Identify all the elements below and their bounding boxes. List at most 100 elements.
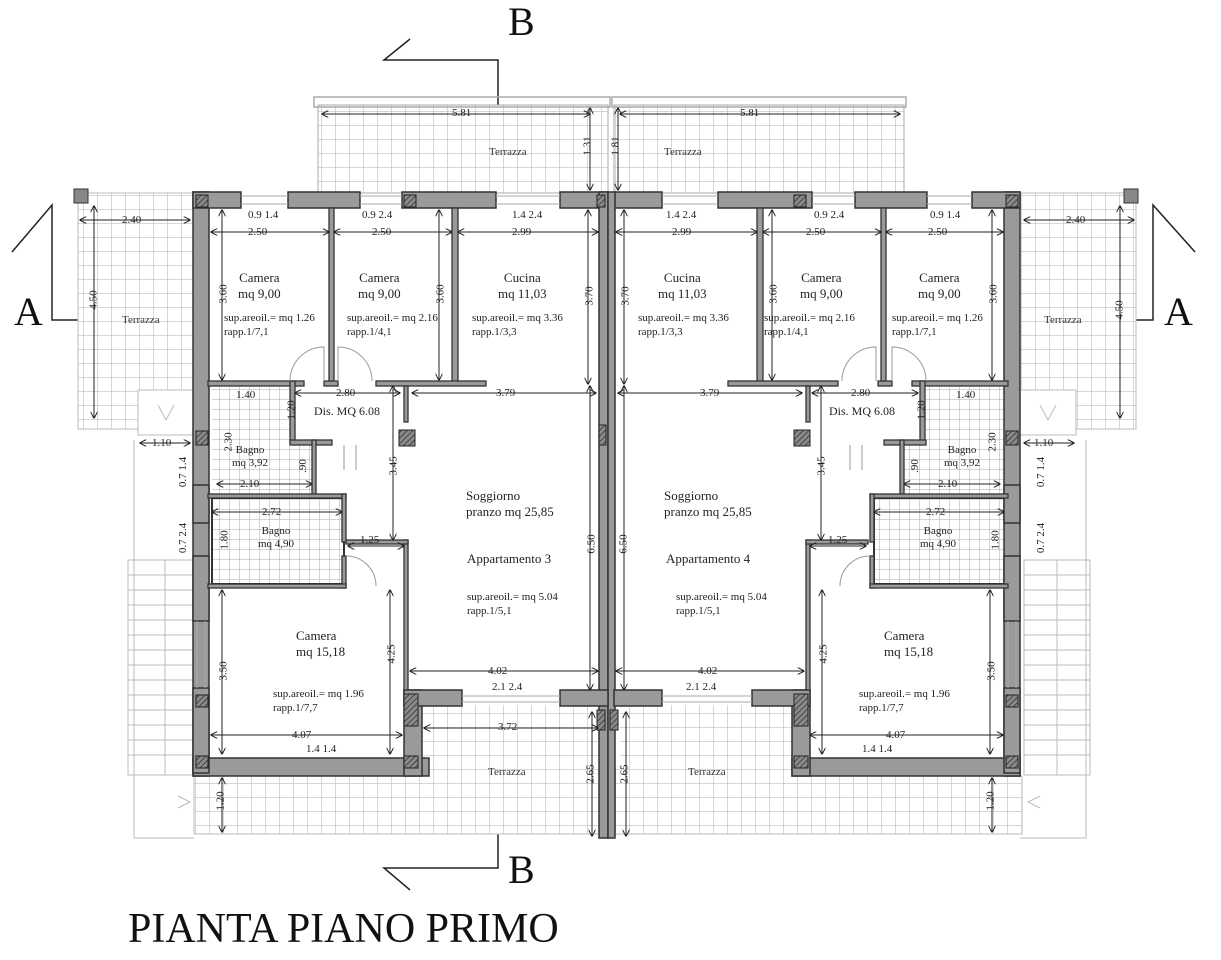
- dim-camera-large-apt4-width: 4.07: [886, 729, 906, 741]
- dim-camera-1-apt3-width: 2.50: [248, 226, 268, 238]
- room-camera-2-apt3: Camera mq 9,00: [358, 270, 401, 301]
- room-cucina-apt4-rapp: rapp.1/3,3: [638, 326, 683, 338]
- room-camera-1-apt4-rapp: rapp.1/7,1: [892, 326, 937, 338]
- dim-bagno-small-apt3-depth: 2.30: [222, 432, 235, 452]
- room-camera-large-apt4: Camera mq 15,18: [884, 628, 934, 659]
- dim-apt4-side-window-2: 0.7 2.4: [1035, 522, 1048, 554]
- room-camera-large-apt3-rapp: rapp.1/7,7: [273, 702, 318, 714]
- dim-camera-1-apt3-window: 0.9 1.4: [248, 209, 279, 221]
- section-line-a-left: [11, 202, 95, 321]
- dim-terrace-top-left-depth: 1.31: [581, 136, 594, 156]
- dim-corridor-apt3-width: 1.25: [360, 534, 380, 546]
- dim-bagno-small-apt4-top: 1.40: [956, 389, 976, 401]
- dim-camera-large-apt4-depth: 3.50: [985, 661, 998, 681]
- dim-camera-large-apt3-depth: 3.50: [217, 661, 230, 681]
- dim-camera-large-apt4-depth2: 4.25: [817, 644, 830, 664]
- room-camera-2-apt4-rapp: rapp.1/4,1: [764, 326, 809, 338]
- dimension-lines: [80, 108, 1134, 836]
- room-soggiorno-apt3: Soggiorno pranzo mq 25,85: [466, 488, 554, 519]
- dim-apt4-side-window-1: 0.7 1.4: [1035, 456, 1048, 488]
- dim-bagno-large-apt4-width: 2.72: [926, 506, 946, 518]
- dim-bagno-small-apt4-width: 2.10: [938, 478, 958, 490]
- room-bagno-small-apt4: Bagno mq 3,92: [944, 444, 981, 469]
- dim-bagno-small-apt4-niche: .90: [908, 459, 921, 473]
- dim-soggiorno-apt3-window: 2.1 2.4: [492, 681, 523, 693]
- apartment-4-label: Appartamento 4: [666, 551, 751, 566]
- dim-soggiorno-apt4-window: 2.1 2.4: [686, 681, 717, 693]
- apartment-3-label: Appartamento 3: [467, 551, 552, 566]
- dim-soggiorno-apt3-width: 4.02: [488, 665, 508, 677]
- dim-camera-large-apt3-width: 4.07: [292, 729, 312, 741]
- dim-camera-large-apt4-window: 1.4 1.4: [862, 743, 893, 755]
- dim-soggiorno-apt4-depth: 6.50: [617, 534, 630, 554]
- dim-terrace-side-right-depth: 4.50: [1113, 300, 1126, 320]
- dim-terrace-side-left-width: 2.40: [122, 214, 142, 226]
- terrace-side-left-label: Terrazza: [122, 314, 160, 326]
- terrace-bottom-left-label: Terrazza: [488, 766, 526, 778]
- dim-camera-2-apt3-window: 0.9 2.4: [362, 209, 393, 221]
- dim-camera-1-apt4-width: 2.50: [928, 226, 948, 238]
- room-soggiorno-apt4: Soggiorno pranzo mq 25,85: [664, 488, 752, 519]
- section-marker-a-left: A: [14, 289, 43, 334]
- dim-camera-2-apt4-width: 2.50: [806, 226, 826, 238]
- room-disimpegno-apt3: Dis. MQ 6.08: [314, 404, 381, 418]
- room-camera-1-apt3-rapp: rapp.1/7,1: [224, 326, 269, 338]
- dim-cucina-apt4-window: 1.4 2.4: [666, 209, 697, 221]
- dim-camera-1-apt4-depth: 3.60: [987, 284, 1000, 304]
- dim-terrace-bottom-right-side: 1.20: [984, 791, 997, 811]
- dim-disimpegno-apt3-depth: 1.20: [285, 400, 298, 420]
- section-line-b-bottom: [381, 830, 499, 891]
- dim-soggiorno-apt3-top-width: 3.79: [496, 387, 516, 399]
- dim-corridor-apt4-width: 1.25: [828, 534, 848, 546]
- room-cucina-apt3-sup: sup.areoil.= mq 3.36: [472, 312, 563, 324]
- dim-apt3-side-window-2: 0.7 2.4: [177, 522, 190, 554]
- bagno-small-left-floor: [212, 386, 294, 494]
- bagno-small-right-floor: [926, 386, 1006, 494]
- room-bagno-large-apt4: Bagno mq 4,90: [920, 525, 957, 550]
- room-soggiorno-apt3-sup: sup.areoil.= mq 5.04: [467, 591, 558, 603]
- dim-camera-2-apt3-width: 2.50: [372, 226, 392, 238]
- dim-camera-1-apt3-depth: 3.60: [217, 284, 230, 304]
- room-soggiorno-apt4-sup: sup.areoil.= mq 5.04: [676, 591, 767, 603]
- room-cucina-apt4: Cucina mq 11,03: [658, 270, 707, 301]
- terrace-top-left-label: Terrazza: [489, 146, 527, 158]
- room-camera-2-apt4-sup: sup.areoil.= mq 2.16: [764, 312, 855, 324]
- dim-terrace-side-right-width: 2.40: [1066, 214, 1086, 226]
- section-marker-b-top: B: [508, 0, 535, 44]
- dim-terrace-top-left-width: 5.81: [452, 107, 472, 119]
- room-cucina-apt3: Cucina mq 11,03: [498, 270, 547, 301]
- room-bagno-small-apt3: Bagno mq 3,92: [232, 444, 269, 469]
- dim-soggiorno-apt4-top-width: 3.79: [700, 387, 720, 399]
- dim-disimpegno-apt4-depth: 1.20: [915, 400, 928, 420]
- room-camera-large-apt3: Camera mq 15,18: [296, 628, 346, 659]
- partitions: [207, 207, 1009, 691]
- dim-terrace-top-right-depth: 1.81: [609, 136, 622, 156]
- terrace-bottom-right-label: Terrazza: [688, 766, 726, 778]
- dim-terrace-bottom-left-depth: 2.65: [584, 764, 597, 784]
- terrace-bottom-left-floor: [193, 775, 609, 835]
- room-camera-1-apt4: Camera mq 9,00: [918, 270, 961, 301]
- dim-camera-2-apt4-window: 0.9 2.4: [814, 209, 845, 221]
- dim-terrace-bottom-left-width: 3.72: [498, 721, 518, 733]
- dim-terrace-side-left-depth-value: 4.50: [87, 290, 100, 310]
- windows: [196, 195, 1017, 703]
- dim-cucina-apt3-width: 2.99: [512, 226, 532, 238]
- room-camera-large-apt4-rapp: rapp.1/7,7: [859, 702, 904, 714]
- room-cucina-apt3-rapp: rapp.1/3,3: [472, 326, 517, 338]
- dim-disimpegno-apt4-width: 2.80: [851, 387, 871, 399]
- dim-camera-2-apt3-depth: 3.60: [434, 284, 447, 304]
- room-camera-large-apt3-sup: sup.areoil.= mq 1.96: [273, 688, 364, 700]
- room-soggiorno-apt4-rapp: rapp.1/5,1: [676, 605, 721, 617]
- dim-bagno-large-apt3-width: 2.72: [262, 506, 282, 518]
- door-swings: [289, 346, 927, 587]
- dim-terrace-bottom-left-side: 1.20: [214, 791, 227, 811]
- dim-camera-2-apt4-depth: 3.60: [767, 284, 780, 304]
- dim-soggiorno-apt3-side: 3.45: [387, 456, 400, 476]
- dim-terrace-top-right-width: 5.81: [740, 107, 760, 119]
- dim-camera-large-apt3-window: 1.4 1.4: [306, 743, 337, 755]
- dim-camera-1-apt4-window: 0.9 1.4: [930, 209, 961, 221]
- dim-cucina-apt4-width: 2.99: [672, 226, 692, 238]
- room-disimpegno-apt4: Dis. MQ 6.08: [829, 404, 896, 418]
- room-cucina-apt4-sup: sup.areoil.= mq 3.36: [638, 312, 729, 324]
